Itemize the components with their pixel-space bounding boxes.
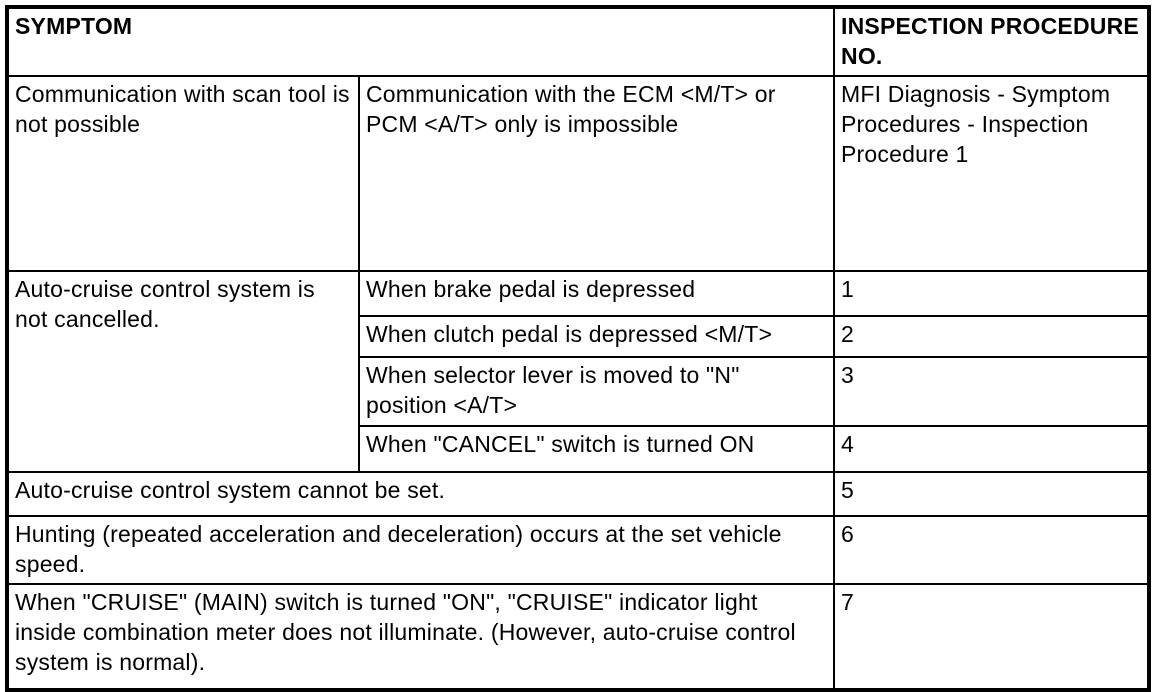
header-inspection-procedure-no: INSPECTION PROCEDURE NO. xyxy=(833,6,1151,77)
table-row-cruise-selector: When selector lever is moved to "N" posi… xyxy=(7,356,1151,427)
cell-procedure-3: 3 xyxy=(833,356,1151,427)
cell-communication-detail: Communication with the ECM <M/T> or PCM … xyxy=(357,75,836,272)
cell-procedure-5: 5 xyxy=(833,471,1151,517)
cell-procedure-1: 1 xyxy=(833,270,1151,317)
cell-hunting-symptom: Hunting (repeated acceleration and decel… xyxy=(5,515,836,585)
cell-communication-procedure: MFI Diagnosis - Symptom Procedures - Ins… xyxy=(833,75,1151,272)
table-row-cannot-be-set: Auto-cruise control system cannot be set… xyxy=(5,471,1151,517)
table-row-cruise-brake: Auto-cruise control system is not cancel… xyxy=(6,270,1151,473)
table-header-row: SYMPTOM INSPECTION PROCEDURE NO. xyxy=(5,6,1151,77)
cell-cruise-indicator-symptom: When "CRUISE" (MAIN) switch is turned "O… xyxy=(5,583,836,691)
cell-communication-symptom: Communication with scan tool is not poss… xyxy=(6,75,360,272)
table-row-cruise-clutch: When clutch pedal is depressed <M/T> 2 xyxy=(7,315,1151,358)
cell-condition-clutch: When clutch pedal is depressed <M/T> xyxy=(357,315,836,358)
table-row-communication: Communication with scan tool is not poss… xyxy=(6,75,1151,272)
cell-condition-cancel-switch: When "CANCEL" switch is turned ON xyxy=(357,425,836,473)
cell-procedure-4: 4 xyxy=(833,425,1151,473)
header-symptom: SYMPTOM xyxy=(5,6,836,77)
table-row-cruise-indicator: When "CRUISE" (MAIN) switch is turned "O… xyxy=(5,583,1151,691)
table-row-cruise-cancel-switch: When "CANCEL" switch is turned ON 4 xyxy=(7,425,1151,473)
cell-procedure-7: 7 xyxy=(833,583,1151,691)
cell-condition-selector: When selector lever is moved to "N" posi… xyxy=(357,356,836,427)
cell-procedure-6: 6 xyxy=(833,515,1151,585)
cell-cruise-not-cancelled-symptom: Auto-cruise control system is not cancel… xyxy=(6,270,360,473)
symptom-inspection-table: SYMPTOM INSPECTION PROCEDURE NO. Communi… xyxy=(5,5,1152,692)
table-row-hunting: Hunting (repeated acceleration and decel… xyxy=(5,515,1151,585)
cell-procedure-2: 2 xyxy=(833,315,1151,358)
cell-cannot-be-set-symptom: Auto-cruise control system cannot be set… xyxy=(5,471,836,517)
cell-condition-brake: When brake pedal is depressed xyxy=(357,270,836,317)
